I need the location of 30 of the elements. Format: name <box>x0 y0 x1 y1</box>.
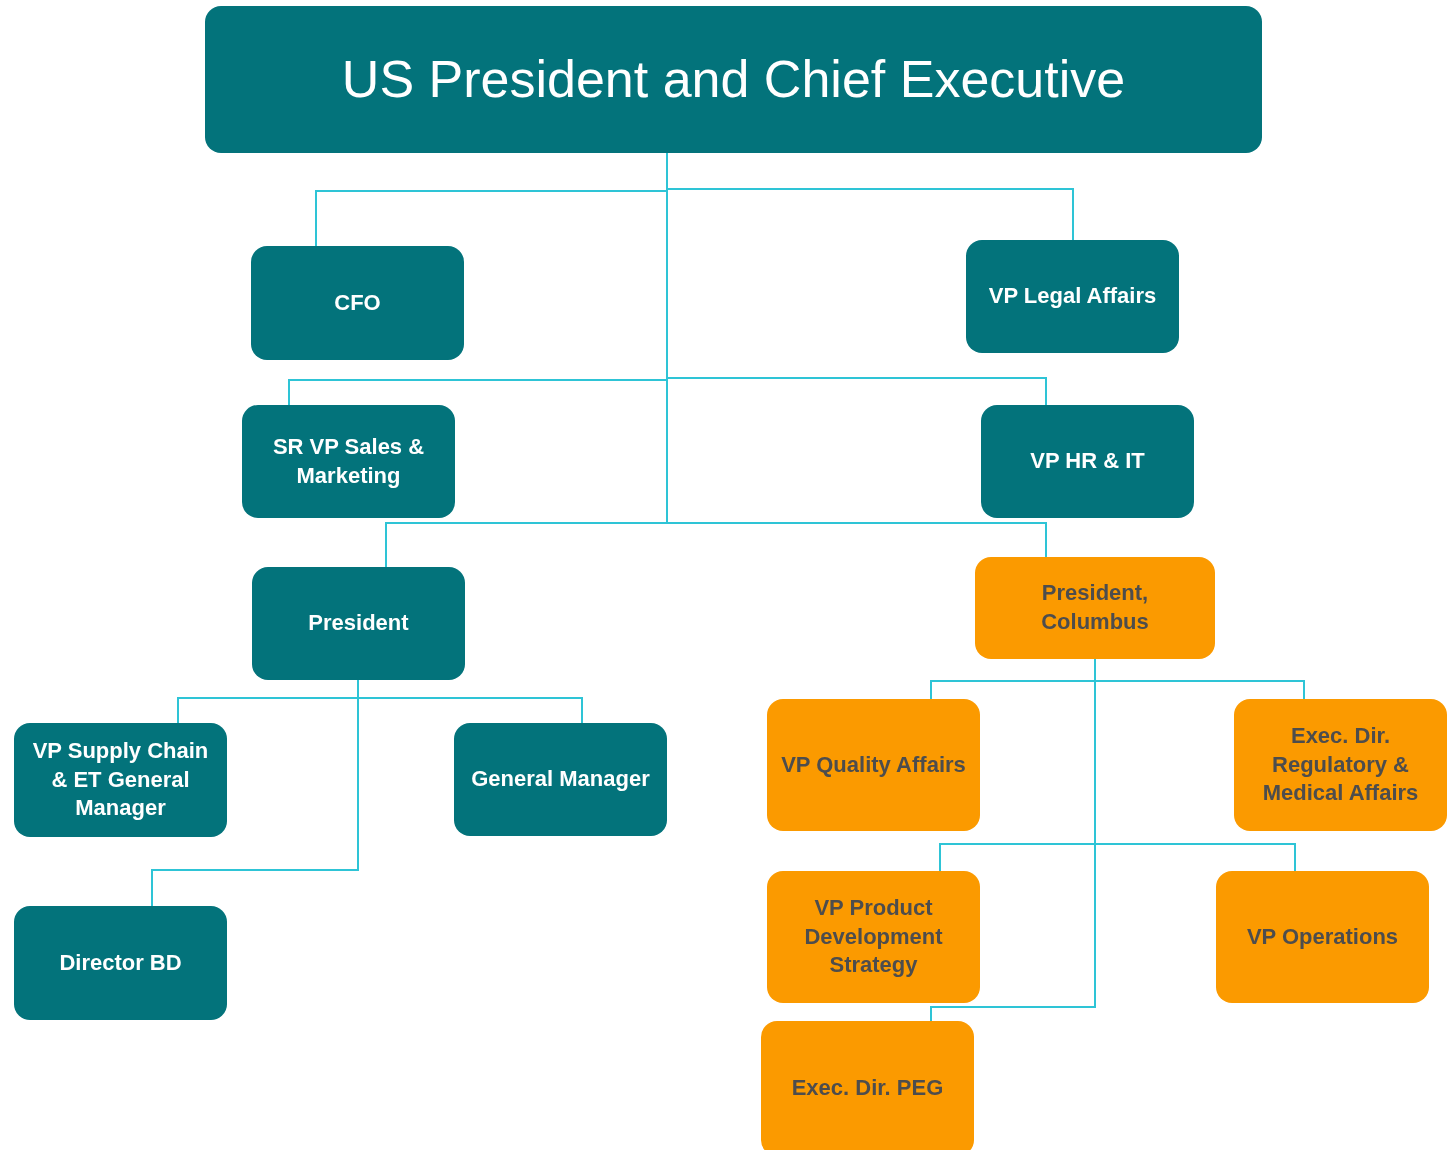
role-title: VP Supply Chain & ET General Manager <box>31 737 210 823</box>
role-title: General Manager <box>471 765 650 794</box>
role-title: VP Quality Affairs <box>781 750 966 779</box>
role-title: VP HR & IT <box>1030 447 1145 476</box>
role-title: President, Columbus <box>1040 579 1150 636</box>
role-title: CFO <box>334 288 381 317</box>
role-title: President <box>308 609 409 638</box>
role-box <box>1234 699 1447 831</box>
role-box <box>966 240 1179 353</box>
role-title: SR VP Sales & Marketing <box>271 432 426 490</box>
role-box <box>242 405 455 518</box>
role-box <box>761 1021 974 1150</box>
role-box <box>975 557 1215 659</box>
role-box <box>14 906 227 1020</box>
role-box <box>767 871 980 1003</box>
role-box <box>981 405 1194 518</box>
role-title: Exec. Dir. Regulatory & Medical Affairs <box>1261 722 1420 808</box>
role-title: Exec. Dir. PEG <box>791 1074 944 1103</box>
role-title: Director BD <box>59 948 182 977</box>
role-box <box>252 567 465 680</box>
role-box <box>767 699 980 831</box>
role-title: VP Product Development Strategy <box>803 894 944 980</box>
role-title: VP Legal Affairs <box>988 282 1157 311</box>
title-text: US President and Chief Executive <box>341 48 1126 110</box>
header-box <box>205 6 1262 153</box>
role-box <box>251 246 464 360</box>
role-box <box>14 723 227 837</box>
role-box <box>1216 871 1429 1003</box>
role-title: VP Operations <box>1246 922 1399 951</box>
role-box <box>454 723 667 836</box>
